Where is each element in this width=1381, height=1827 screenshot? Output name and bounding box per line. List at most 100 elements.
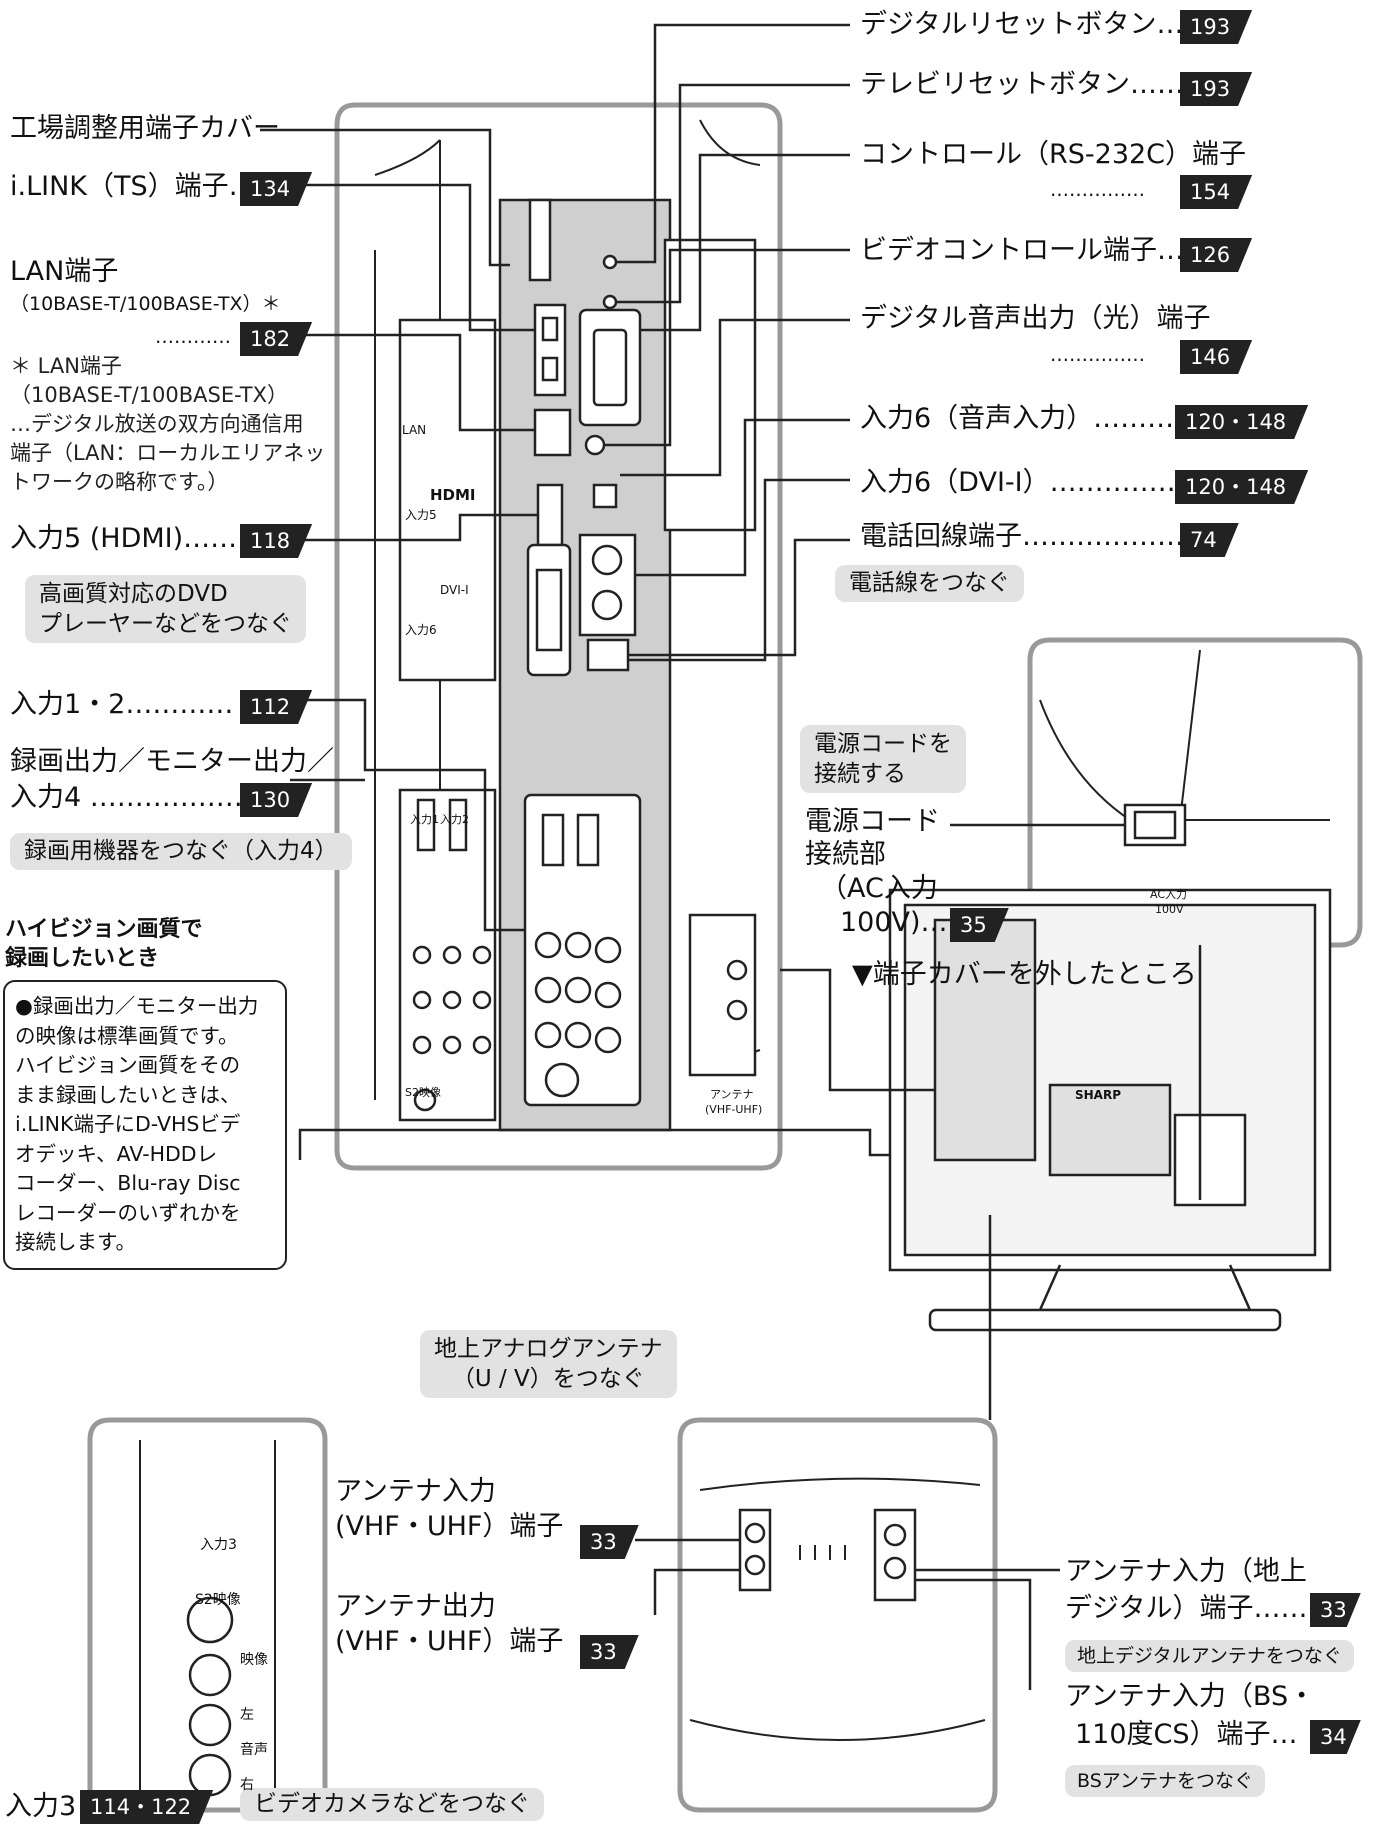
antenna-digital-1: アンテナ入力（地上 [1065, 1556, 1307, 1587]
page-badge-video-control[interactable]: 126 [1180, 238, 1252, 272]
panel-label-antenna: アンテナ [710, 1088, 754, 1101]
power-label-4: 100V)… [840, 907, 948, 938]
panel-label-audio: 音声 [240, 1742, 268, 1758]
panel-label-ac: AC入力 [1150, 888, 1188, 901]
antenna-out-vhf-2: (VHF・UHF）端子 [335, 1626, 564, 1657]
power-label-3: （AC入力 [820, 873, 938, 904]
hivision-note-line: 接続します。 [15, 1230, 136, 1254]
pill-analog-line: 地上アナログアンテナ [434, 1336, 663, 1362]
pill-analog-antenna: 地上アナログアンテナ （U / V）をつなぐ [420, 1330, 677, 1398]
hivision-note-line: まま録画したいときは、 [15, 1082, 241, 1107]
hivision-note-line: レコーダーのいずれかを [15, 1200, 241, 1225]
callout-optical-dots: …………… [1050, 344, 1145, 366]
panel-label-in1: 入力1 [410, 813, 439, 826]
pill-digital-antenna: 地上デジタルアンテナをつなぐ [1065, 1640, 1354, 1672]
hivision-note-line: の映像は標準画質です。 [15, 1023, 239, 1048]
callout-lan-sub: （10BASE-T/100BASE-TX）＊ [10, 293, 281, 315]
cover-removed-title: ▼端子カバーを外したところ [852, 959, 1197, 990]
callout-input6-audio: 入力6（音声入力）……… [860, 403, 1175, 434]
page-badge-digital-reset[interactable]: 193 [1180, 10, 1252, 44]
panel-label-left: 左 [240, 1707, 254, 1723]
page-badge-input6-audio[interactable]: 120・148 [1175, 405, 1308, 439]
page-badge-tv-reset[interactable]: 193 [1180, 72, 1252, 106]
pill-hdmi-line: 高画質対応のDVD [39, 581, 228, 607]
hivision-note-line: ハイビジョン画質をその [15, 1053, 241, 1077]
hivision-note-line: コーダー、Blu-ray Disc [15, 1171, 241, 1195]
callout-rs232c-dots: …………… [1050, 179, 1145, 201]
main-panel-frame [334, 102, 783, 1171]
page-badge-hdmi[interactable]: 118 [240, 524, 312, 558]
lan-footnote: ＊ LAN端子 （10BASE-T/100BASE-TX） …デジタル放送の双方… [10, 352, 325, 497]
callout-ilink: i.LINK（TS）端子… [10, 171, 256, 202]
hivision-note-line: i.LINK端子にD-VHSビデ [15, 1112, 241, 1136]
antenna-in-vhf-1: アンテナ入力 [335, 1476, 496, 1507]
callout-rec-out-1: 録画出力／モニター出力／ [10, 746, 334, 777]
page-badge-rec-out[interactable]: 130 [240, 783, 312, 817]
power-label-1: 電源コード [805, 806, 940, 837]
pill-rec: 録画用機器をつなぐ（入力4） [10, 833, 352, 870]
panel-label-vhf: (VHF-UHF) [705, 1103, 763, 1116]
callout-input12: 入力1・2………… [10, 689, 234, 720]
callout-digital-reset: デジタルリセットボタン… [860, 9, 1184, 40]
callout-rec-out-2: 入力4 ……………… [10, 782, 252, 813]
callout-phone-line: 電話回線端子……………… [860, 521, 1184, 552]
panel-label-right: 右 [240, 1777, 254, 1793]
hivision-title: ハイビジョン画質で 録画したいとき [5, 915, 203, 973]
panel-label-ac-v: 100V [1155, 903, 1184, 916]
panel-label-lan: LAN [402, 423, 427, 437]
panel-label-dvi: DVI-I [440, 583, 469, 597]
page-badge-optical[interactable]: 146 [1180, 340, 1252, 374]
panel-label-brand: SHARP [1075, 1088, 1122, 1102]
power-label-2: 接続部 [805, 839, 886, 870]
panel-label-s2: S2映像 [405, 1086, 441, 1099]
page-badge-power[interactable]: 35 [950, 908, 1009, 942]
hivision-note-line: ●録画出力／モニター出力 [15, 994, 259, 1018]
callout-tv-reset: テレビリセットボタン…… [860, 69, 1184, 100]
callout-optical: デジタル音声出力（光）端子 [860, 303, 1211, 334]
antenna-bs-2: 110度CS）端子… [1075, 1719, 1298, 1750]
antenna-closeup-frame [677, 1417, 998, 1813]
callout-rs232c: コントロール（RS-232C）端子 [860, 139, 1247, 170]
panel-label-video: 映像 [240, 1652, 268, 1668]
pill-analog-line: （U / V）をつなぐ [451, 1366, 645, 1392]
power-closeup-frame [1027, 637, 1363, 948]
callout-input6-dvi: 入力6（DVI-I）…………… [860, 467, 1185, 498]
hivision-title-line: ハイビジョン画質で [5, 917, 203, 942]
pill-hdmi-line: プレーヤーなどをつなぐ [39, 611, 292, 637]
panel-label-s2-big: S2映像 [195, 1592, 241, 1608]
callout-hdmi: 入力5 (HDMI)…… [10, 523, 238, 554]
pill-power: 電源コードを 接続する [800, 725, 966, 793]
callout-video-control: ビデオコントロール端子… [860, 235, 1184, 266]
page-badge-input12[interactable]: 112 [240, 690, 312, 724]
lan-footnote-line: トワークの略称です。） [10, 470, 229, 494]
lan-footnote-line: …デジタル放送の双方向通信用 [10, 412, 304, 436]
pill-bs-antenna: BSアンテナをつなぐ [1065, 1765, 1266, 1797]
hivision-note: ●録画出力／モニター出力 の映像は標準画質です。 ハイビジョン画質をその まま録… [3, 980, 287, 1270]
antenna-bs-1: アンテナ入力（BS・ [1065, 1681, 1316, 1712]
pill-hdmi: 高画質対応のDVD プレーヤーなどをつなぐ [25, 575, 306, 643]
page-badge-rs232c[interactable]: 154 [1180, 175, 1252, 209]
antenna-in-vhf-2: (VHF・UHF）端子 [335, 1511, 564, 1542]
panel-label-in2: 入力2 [440, 813, 469, 826]
callout-factory-cover: 工場調整用端子カバー [10, 113, 280, 144]
hivision-title-line: 録画したいとき [5, 946, 160, 971]
antenna-digital-2: デジタル）端子…… [1065, 1593, 1308, 1624]
page-badge-input3[interactable]: 114・122 [80, 1790, 213, 1824]
panel-label-in3: 入力3 [200, 1537, 237, 1553]
input3-label: 入力3 [5, 1791, 77, 1822]
hivision-note-line: オデッキ、AV-HDDレ [15, 1141, 218, 1166]
antenna-out-vhf-1: アンテナ出力 [335, 1591, 496, 1622]
pill-power-line: 電源コードを [814, 731, 952, 757]
panel-label-in5: 入力5 [405, 508, 437, 522]
page-badge-lan[interactable]: 182 [240, 322, 312, 356]
panel-label-in6: 入力6 [405, 623, 437, 637]
lan-footnote-line: ＊ LAN端子 [10, 354, 122, 378]
page-badge-ilink[interactable]: 134 [240, 172, 312, 206]
callout-lan-title: LAN端子 [10, 256, 119, 287]
lan-footnote-line: 端子（LAN：ローカルエリアネッ [10, 441, 326, 465]
page-badge-input6-dvi[interactable]: 120・148 [1175, 470, 1308, 504]
pill-input3: ビデオカメラなどをつなぐ [240, 1788, 544, 1821]
callout-lan-dots: ………… [155, 326, 231, 348]
pill-power-line: 接続する [814, 761, 906, 787]
